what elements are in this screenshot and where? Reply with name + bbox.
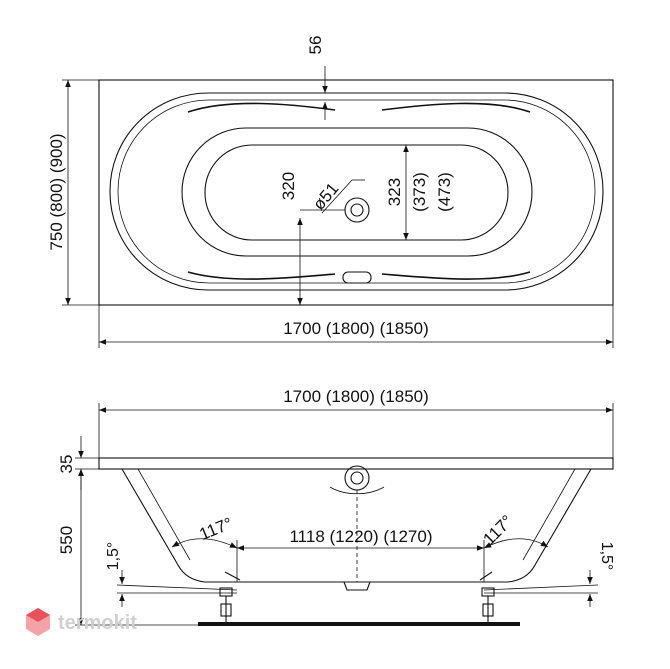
support-foot-left	[219, 571, 241, 622]
side-length-label: 1700 (1800) (1850)	[283, 387, 429, 406]
support-foot-right	[479, 571, 495, 622]
drain-outer	[344, 197, 370, 223]
armrest-bottom-right	[381, 271, 531, 280]
slope-right-label: 1,5°	[598, 542, 615, 571]
side-view: 1700 (1800) (1850) 35 550 1118 (1220) (1…	[57, 387, 615, 626]
tub-basin-outer	[181, 127, 533, 257]
watermark-brand: termokit	[58, 612, 137, 634]
tub-basin-inner	[204, 144, 509, 241]
drain-inner	[350, 203, 364, 217]
tub-drain-outlet	[343, 581, 371, 591]
tub-rim-outer	[109, 92, 604, 291]
angle-left-label: 117°	[197, 514, 236, 544]
bottom-length-label: 1118 (1220) (1270)	[289, 527, 432, 546]
top-width-label: 750 (800) (900)	[47, 133, 66, 250]
top-length-label: 1700 (1800) (1850)	[283, 319, 429, 338]
tub-rim-side	[98, 457, 614, 470]
rim-offset-label: 56	[306, 36, 325, 55]
armrest-top-left	[187, 102, 336, 113]
angle-right-label: 117°	[479, 511, 516, 548]
armrest-bottom-left	[187, 271, 336, 280]
floor-line	[198, 622, 520, 626]
slope-left-label: 1,5°	[105, 542, 122, 571]
drain-diameter-leader	[321, 179, 353, 214]
watermark: termokit	[26, 608, 137, 636]
inner-width-label-1: 323	[385, 178, 404, 206]
rim-height-label: 35	[57, 455, 76, 474]
drain-diameter-label: ø51	[309, 179, 342, 214]
tub-body-side	[121, 468, 592, 583]
drain-offset-label: 320	[279, 172, 298, 200]
top-view: 1700 (1800) (1850) 750 (800) (900) 56 32…	[47, 36, 614, 348]
depth-label: 550	[57, 526, 76, 554]
inner-width-label-2: (373)	[410, 172, 429, 212]
armrest-top-right	[381, 102, 531, 113]
overflow-opening	[342, 271, 372, 284]
overflow-side-inner	[350, 471, 364, 485]
inner-width-label-3: (473)	[435, 172, 454, 212]
overflow-side-outer	[344, 465, 370, 491]
tub-outline-top	[98, 79, 614, 306]
